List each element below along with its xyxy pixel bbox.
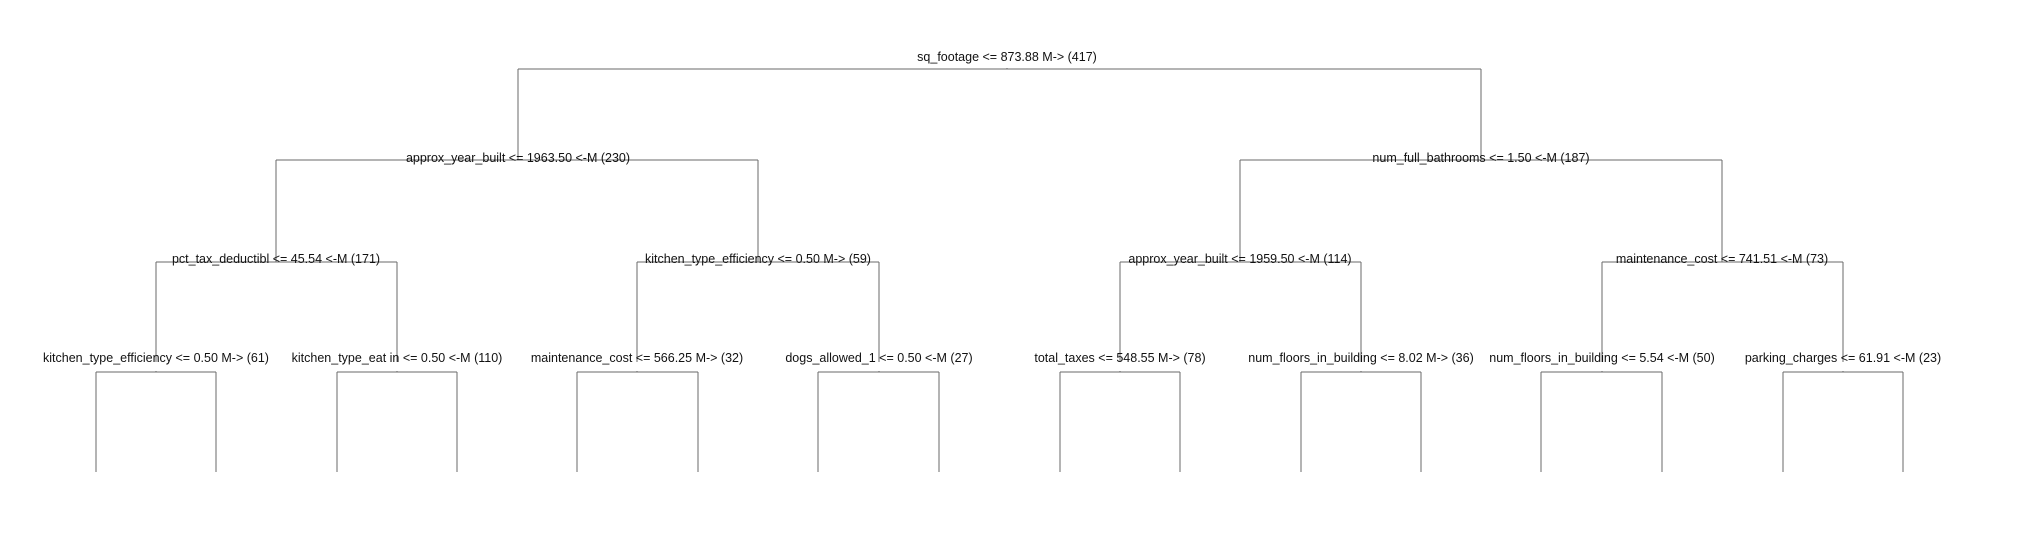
split-label: kitchen_type_efficiency <= 0.50 M-> (59)	[645, 252, 871, 266]
split-label: maintenance_cost <= 566.25 M-> (32)	[531, 351, 743, 365]
split-label: num_full_bathrooms <= 1.50 <-M (187)	[1372, 151, 1589, 165]
split-label: num_floors_in_building <= 5.54 <-M (50)	[1489, 351, 1714, 365]
split-label: approx_year_built <= 1959.50 <-M (114)	[1128, 252, 1351, 266]
split-label: approx_year_built <= 1963.50 <-M (230)	[406, 151, 630, 165]
split-label: sq_footage <= 873.88 M-> (417)	[917, 50, 1097, 64]
split-label: kitchen_type_eat in <= 0.50 <-M (110)	[292, 351, 503, 365]
split-label: dogs_allowed_1 <= 0.50 <-M (27)	[785, 351, 972, 365]
split-label: num_floors_in_building <= 8.02 M-> (36)	[1248, 351, 1473, 365]
split-label: total_taxes <= 548.55 M-> (78)	[1034, 351, 1205, 365]
split-label: parking_charges <= 61.91 <-M (23)	[1745, 351, 1941, 365]
split-label: kitchen_type_efficiency <= 0.50 M-> (61)	[43, 351, 269, 365]
split-label: pct_tax_deductibl <= 45.54 <-M (171)	[172, 252, 380, 266]
split-label: maintenance_cost <= 741.51 <-M (73)	[1616, 252, 1828, 266]
